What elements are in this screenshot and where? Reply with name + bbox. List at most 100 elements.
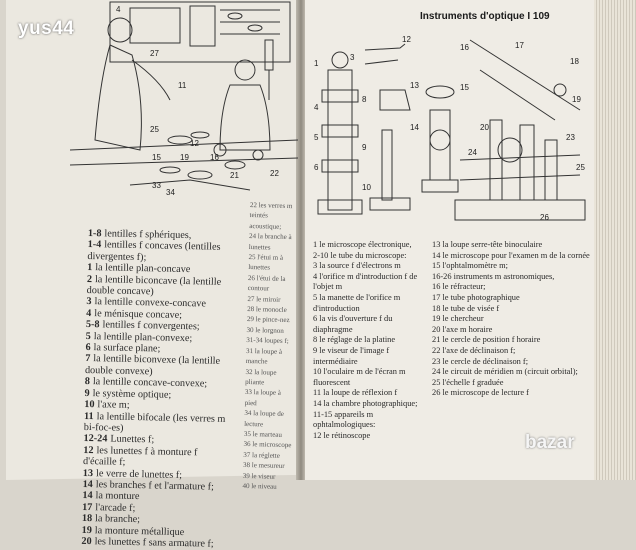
bazar-logo: bazar (525, 432, 575, 453)
legend-entry: 1 le microscope électronique, (313, 240, 412, 249)
illus-label: 21 (230, 171, 239, 180)
illus-label: 8 (362, 95, 367, 104)
legend-number: 14 (82, 478, 93, 491)
illus-label: 17 (515, 41, 524, 50)
illus-label: 12 (190, 139, 199, 148)
illus-label: 22 (270, 169, 279, 178)
legend-entry: 40 le niveau (242, 481, 277, 491)
illus-label: 6 (314, 163, 319, 172)
legend-number: 1 (87, 262, 93, 274)
page-edges (594, 0, 636, 480)
illus-label: 34 (166, 188, 175, 197)
legend-number: 5-8 (85, 319, 100, 331)
legend-number: 2 (86, 273, 93, 285)
legend-entry: 33 la loupe à pied (244, 388, 282, 407)
right-legend-column: 1 le microscope électronique,2-10 le tub… (313, 240, 431, 441)
illus-label: 13 (410, 81, 419, 90)
legend-entry: 14 le microscope pour l'examen m de la c… (432, 250, 590, 260)
legend-text: la lentille biconvexe (la lentille doubl… (84, 353, 221, 378)
legend-text: les lunettes f à monture f d'écaille f; (82, 444, 198, 468)
legend-text: la monture (95, 490, 140, 503)
legend-entry: 25 l'échelle f graduée (432, 377, 504, 387)
legend-entry: 11-15 appareils m ophtalmologiques: (313, 409, 376, 430)
legend-entry: 2-10 le tube du microscope: (313, 250, 407, 260)
legend-entry: 9 le viseur de l'image f intermédiaire (313, 345, 390, 366)
page-header: Instruments d'optique I 109 (420, 11, 550, 22)
legend-entry: 14 la chambre photographique; (313, 398, 418, 408)
legend-number: 3 (86, 296, 92, 308)
legend-number: 1-8 (87, 228, 102, 240)
legend-text: la lentille biconcave (la lentille doubl… (86, 273, 222, 298)
legend-entry: 5 la manette de l'orifice m d'introducti… (313, 292, 401, 313)
illus-label: 12 (402, 35, 411, 44)
legend-entry: 22 l'axe de déclinaison f; (432, 345, 516, 355)
legend-entry: 12 le rétinoscope (313, 430, 371, 440)
legend-number: 5 (85, 330, 91, 342)
legend-entry: 8 le réglage de la platine (313, 335, 396, 345)
legend-entry: 23 le cercle de déclinaison f; (432, 356, 529, 366)
legend-number: 12 (83, 444, 94, 456)
legend-text: les lunettes f sans armature f; (94, 536, 214, 550)
illus-label: 3 (350, 53, 355, 62)
legend-text: l'axe m; (97, 399, 130, 412)
legend-entry: 32 la loupe pliante (245, 367, 277, 387)
illus-label: 9 (362, 143, 367, 152)
legend-entry: 26 le microscope de lecture f (432, 388, 529, 398)
legend-entry: 15 l'ophtalmomètre m; (432, 261, 508, 271)
legend-number: 10 (84, 399, 95, 411)
illus-label: 20 (480, 123, 489, 132)
illus-label: 25 (576, 163, 585, 172)
legend-entry: 34 la loupe de lecture (244, 409, 284, 428)
illus-label: 4 (116, 5, 121, 14)
illus-label: 23 (566, 133, 575, 142)
illus-label: 25 (150, 125, 159, 134)
legend-number: 7 (85, 353, 91, 365)
illus-label: 5 (314, 133, 319, 142)
legend-entry: 11 la loupe de réflexion f (313, 388, 398, 398)
illus-label: 1 (314, 59, 319, 68)
legend-text: la lentille bifocale (les verres m bi-fo… (83, 410, 226, 434)
illus-label: 33 (152, 181, 161, 190)
legend-text: la branche; (94, 513, 141, 526)
optician-shop-illustration: 4 27 11 12 25 15 19 16 21 22 33 34 (70, 1, 298, 197)
right-page (305, 0, 595, 480)
legend-entry: 24 le circuit de méridien m (circuit orb… (432, 367, 578, 377)
optical-instruments-illustration: 1 4 5 6 3 8 9 10 12 13 14 15 16 17 18 19… (314, 35, 586, 222)
legend-entry: 3 la source f d'électrons m (313, 261, 401, 271)
illus-label: 16 (460, 43, 469, 52)
legend-entry: 20 l'axe m horaire (432, 324, 493, 334)
legend-entry: 10 l'oculaire m de l'écran m fluorescent (313, 367, 406, 387)
illus-label: 19 (180, 153, 189, 162)
illus-label: 4 (314, 103, 319, 112)
illus-label: 11 (178, 81, 187, 90)
illus-label: 15 (152, 153, 161, 162)
legend-number: 19 (81, 524, 92, 536)
illus-label: 10 (362, 183, 371, 192)
illus-label: 14 (410, 123, 419, 132)
legend-entry: 31 la loupe à manche (245, 346, 283, 366)
legend-number: 17 (82, 501, 93, 513)
illus-label: 24 (468, 148, 477, 157)
legend-entry: 19 le chercheur (432, 314, 484, 324)
legend-entry: 16-26 instruments m astronomiques, (432, 271, 555, 281)
legend-number: 20 (81, 535, 92, 548)
legend-entry: 22 les verres m teintés (249, 200, 293, 220)
illus-label: 18 (570, 57, 579, 66)
legend-entry: 38 le mesureur (242, 461, 285, 471)
legend-text: Lunettes f; (110, 433, 155, 446)
legend-number: 18 (81, 513, 93, 525)
legend-entry: 4 l'orifice m d'introduction f de l'obje… (313, 271, 418, 292)
illus-label: 16 (210, 153, 219, 162)
legend-number: 6 (85, 342, 91, 354)
watermark-text: yus44 (18, 18, 75, 39)
legend-number: 13 (82, 467, 94, 479)
legend-number: 12-24 (83, 433, 108, 445)
legend-entry: 16 le réfracteur; (432, 282, 486, 292)
